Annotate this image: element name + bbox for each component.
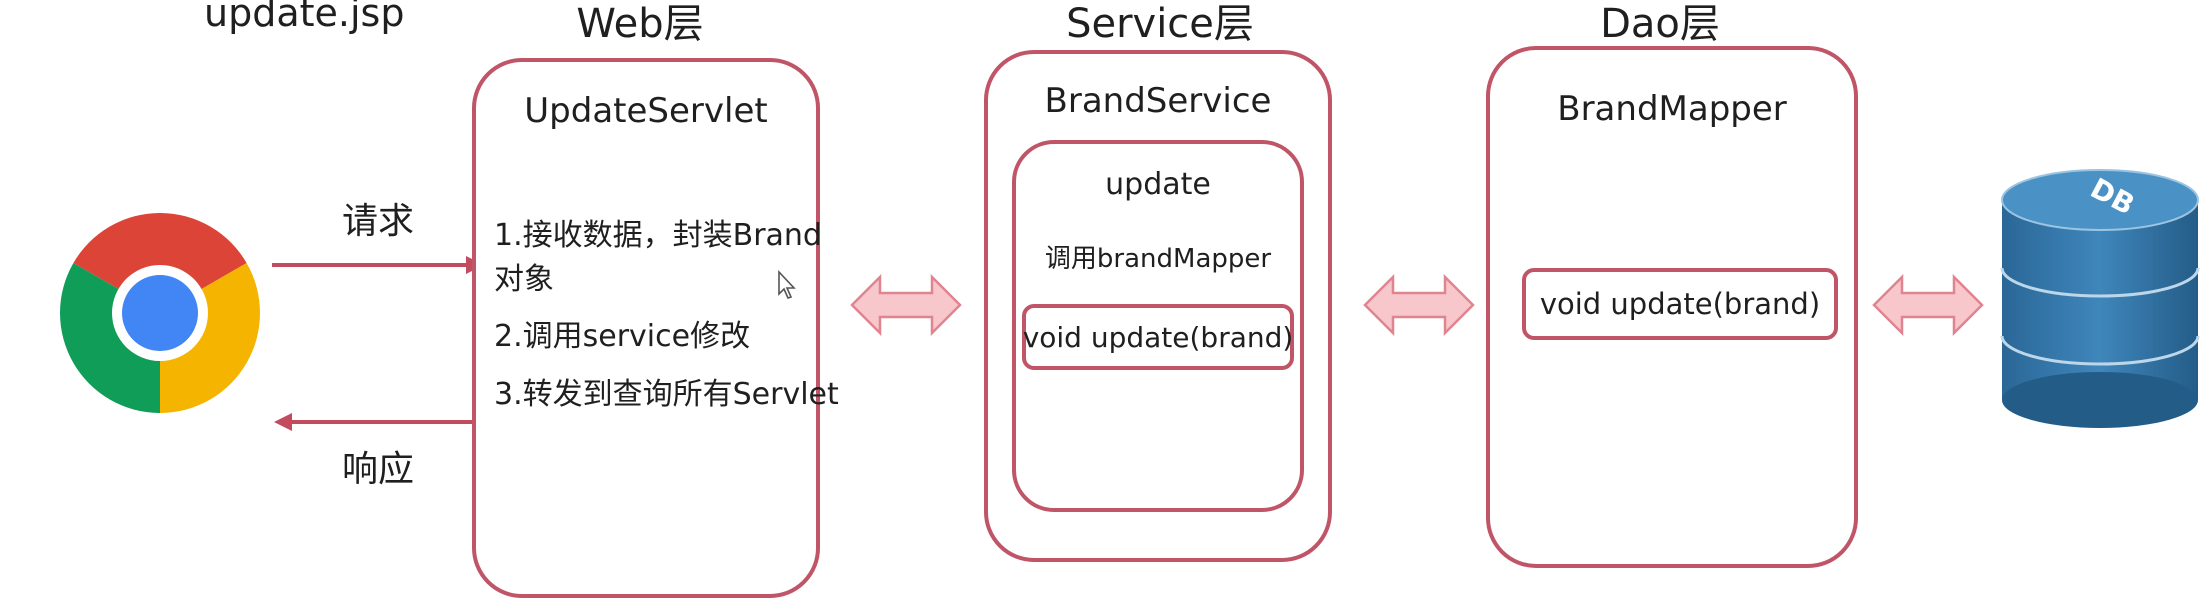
- step-1-cont: 对象: [494, 261, 554, 297]
- update-method-name: update: [1105, 167, 1211, 202]
- servlet-steps: 1.接收数据，封装Brand 对象 2.调用service修改 3.转发到查询所…: [494, 214, 839, 416]
- web-layer-title: Web层: [576, 1, 704, 47]
- dao-signature: void update(brand): [1539, 287, 1821, 321]
- dao-layer-title: Dao层: [1600, 1, 1720, 47]
- dao-signature-box: void update(brand): [1522, 268, 1838, 340]
- brand-service-box: BrandService update 调用brandMapper void u…: [984, 50, 1332, 562]
- service-dao-double-arrow: [1363, 273, 1475, 337]
- request-label: 请求: [342, 201, 415, 242]
- brand-mapper-box: BrandMapper void update(brand): [1486, 46, 1858, 568]
- dao-db-double-arrow: [1872, 273, 1984, 337]
- brand-service-title: BrandService: [1044, 81, 1272, 121]
- service-signature: void update(brand): [1022, 320, 1294, 354]
- step-2: 2.调用service修改: [494, 319, 751, 354]
- service-signature-box: void update(brand): [1022, 304, 1294, 370]
- page-label: update.jsp: [204, 0, 405, 35]
- step-3: 3.转发到查询所有Servlet: [494, 376, 839, 412]
- response-label: 响应: [342, 449, 415, 490]
- step-1: 1.接收数据，封装Brand: [494, 218, 822, 253]
- brand-mapper-title: BrandMapper: [1557, 89, 1787, 129]
- response-arrow: [274, 413, 486, 431]
- update-method-desc: 调用brandMapper: [1044, 244, 1272, 274]
- web-service-double-arrow: [850, 273, 962, 337]
- mouse-cursor-icon: [778, 269, 796, 299]
- service-layer-title: Service层: [1066, 1, 1254, 47]
- update-servlet-box: UpdateServlet 1.接收数据，封装Brand 对象 2.调用serv…: [472, 58, 839, 598]
- update-method-box: update 调用brandMapper void update(brand): [1012, 140, 1304, 512]
- request-arrow: [272, 256, 484, 274]
- database-icon: [2000, 169, 2200, 428]
- update-servlet-title: UpdateServlet: [524, 91, 768, 131]
- chrome-browser-icon: [60, 213, 260, 413]
